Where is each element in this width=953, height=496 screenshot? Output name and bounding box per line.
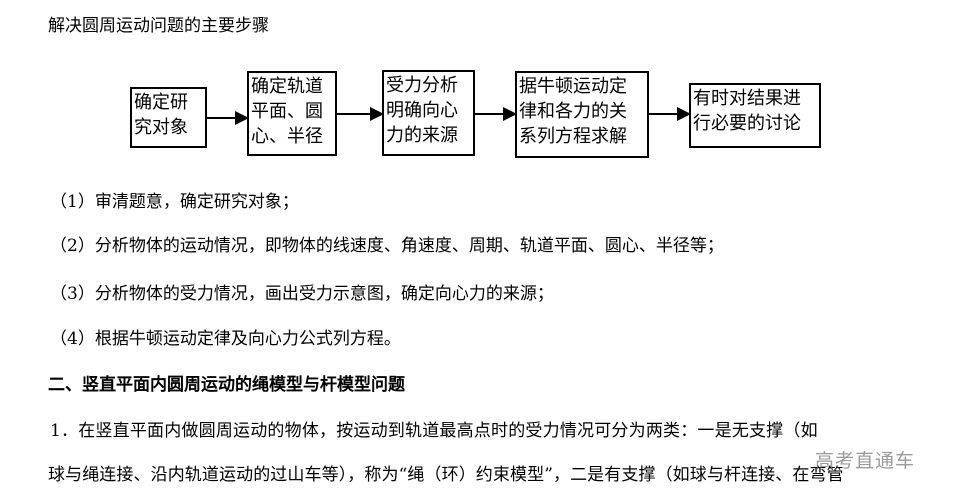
paragraph-line-2: 球与绳连接、沿内轨道运动的过山车等），称为“绳（环）约束模型”，二是有支撑（如球…	[48, 465, 844, 485]
step-4: （4）根据牛顿运动定律及向心力公式列方程。	[50, 329, 401, 349]
flow-box-1-line: 确定研	[134, 92, 188, 113]
flow-box-4: 据牛顿运动定 律和各力的关 系列方程求解	[515, 71, 649, 158]
flow-box-2-line: 心、半径	[251, 126, 323, 147]
step-2: （2）分析物体的运动情况，即物体的线速度、角速度、周期、轨道平面、圆心、半径等；	[50, 236, 724, 256]
flow-box-1-line: 究对象	[134, 117, 188, 138]
flow-box-1: 确定研 究对象	[130, 87, 207, 148]
paragraph-line-1: 1．在竖直平面内做圆周运动的物体，按运动到轨道最高点时的受力情况可分为两类：一是…	[50, 421, 818, 441]
arrow-icon	[207, 111, 249, 125]
flow-box-2-line: 平面、圆	[251, 101, 323, 122]
flow-box-3-line: 明确向心	[386, 100, 458, 121]
flow-box-3-line: 受力分析	[386, 75, 458, 96]
flow-box-5: 有时对结果进 行必要的讨论	[689, 83, 821, 148]
arrow-icon	[649, 107, 691, 121]
arrow-icon	[475, 107, 517, 121]
step-3: （3）分析物体的受力情况，画出受力示意图，确定向心力的来源；	[50, 284, 554, 304]
flow-box-2-line: 确定轨道	[251, 76, 323, 97]
flow-box-3: 受力分析 明确向心 力的来源	[382, 70, 475, 156]
flow-box-5-line: 行必要的讨论	[693, 113, 801, 134]
watermark: 高考直通车	[815, 450, 916, 472]
flow-box-4-line: 律和各力的关	[519, 101, 627, 122]
flow-box-4-line: 系列方程求解	[519, 126, 627, 147]
step-1: （1）审清题意，确定研究对象；	[50, 192, 299, 212]
flow-heading: 解决圆周运动问题的主要步骤	[48, 16, 269, 36]
arrow-icon	[337, 107, 384, 121]
flow-box-4-line: 据牛顿运动定	[519, 76, 627, 97]
flow-box-5-line: 有时对结果进	[693, 88, 801, 109]
flow-box-2: 确定轨道 平面、圆 心、半径	[247, 71, 337, 156]
flow-box-3-line: 力的来源	[386, 125, 458, 146]
section-title: 二、竖直平面内圆周运动的绳模型与杆模型问题	[48, 375, 405, 395]
